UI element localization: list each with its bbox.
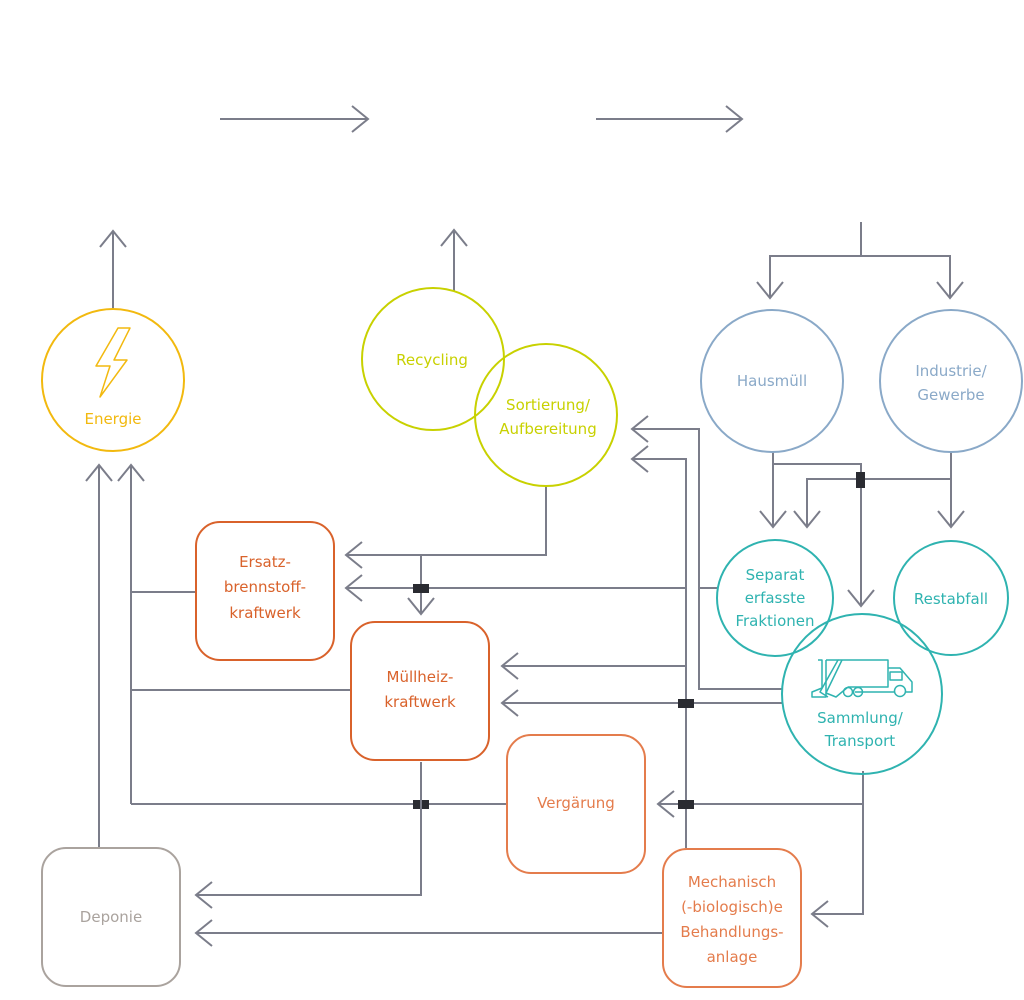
node-mba-label-1: Mechanisch bbox=[688, 873, 776, 891]
source-to-hausmuell bbox=[756, 255, 861, 300]
node-mba-label-4: anlage bbox=[707, 948, 758, 966]
node-energie-label: Energie bbox=[84, 410, 141, 428]
node-hausmuell-label: Hausmüll bbox=[737, 372, 807, 390]
source-to-industrie bbox=[861, 255, 964, 300]
node-ersatz-label-2: brennstoff- bbox=[224, 578, 306, 596]
node-sammlung-label-2: Transport bbox=[824, 732, 896, 750]
node-mba-label-2: (-biologisch)e bbox=[681, 898, 783, 916]
node-deponie[interactable]: Deponie bbox=[41, 847, 181, 987]
sortierung-to-ersatz bbox=[344, 486, 547, 569]
muellheiz-to-deponie bbox=[194, 762, 422, 909]
industrie-to-separat bbox=[793, 478, 951, 529]
node-industrie-label-1: Industrie/ bbox=[915, 362, 987, 380]
node-restabfall[interactable]: Restabfall bbox=[893, 540, 1009, 656]
junction-marker bbox=[678, 699, 694, 708]
lightning-bolt-icon bbox=[95, 327, 131, 398]
node-separat-label-2: erfasste bbox=[745, 589, 806, 607]
node-sortierung[interactable]: Sortierung/ Aufbereitung bbox=[474, 343, 618, 487]
node-muellheiz[interactable]: Müllheiz- kraftwerk bbox=[350, 621, 490, 761]
hausmuell-to-sammlung bbox=[773, 463, 875, 608]
node-industrie[interactable]: Industrie/ Gewerbe bbox=[879, 309, 1023, 453]
node-restabfall-label: Restabfall bbox=[914, 590, 988, 608]
node-muellheiz-label-2: kraftwerk bbox=[384, 693, 456, 711]
node-recycling-label: Recycling bbox=[396, 351, 468, 369]
node-industrie-label-2: Gewerbe bbox=[917, 386, 984, 404]
junction-marker bbox=[856, 472, 865, 488]
vertical-to-sortierung bbox=[630, 445, 687, 848]
node-ersatz[interactable]: Ersatz- brennstoff- kraftwerk bbox=[195, 521, 335, 661]
node-muellheiz-label-1: Müllheiz- bbox=[387, 668, 454, 686]
node-mba[interactable]: Mechanisch (-biologisch)e Behandlungs- a… bbox=[662, 848, 802, 988]
node-separat-label-1: Separat bbox=[746, 566, 805, 584]
node-sortierung-label-2: Aufbereitung bbox=[499, 420, 596, 438]
node-separat[interactable]: Separat erfasste Fraktionen bbox=[716, 539, 834, 657]
sammlung-to-mba bbox=[810, 804, 864, 928]
node-vergaerung-label: Vergärung bbox=[537, 794, 615, 812]
node-separat-label-3: Fraktionen bbox=[735, 612, 814, 630]
garbage-truck-icon bbox=[811, 659, 913, 698]
node-energie[interactable]: Energie bbox=[41, 308, 185, 452]
node-mba-label-3: Behandlungs- bbox=[680, 923, 783, 941]
node-sammlung[interactable]: Sammlung/ Transport bbox=[781, 613, 943, 775]
node-sammlung-label-1: Sammlung/ bbox=[817, 709, 904, 727]
node-hausmuell[interactable]: Hausmüll bbox=[700, 309, 844, 453]
sammlung-to-vergaerung bbox=[656, 771, 864, 818]
separat-to-sortierung bbox=[630, 415, 718, 589]
node-vergaerung[interactable]: Vergärung bbox=[506, 734, 646, 874]
node-ersatz-label-1: Ersatz- bbox=[239, 553, 291, 571]
junction-marker bbox=[678, 800, 694, 809]
node-ersatz-label-3: kraftwerk bbox=[229, 604, 301, 622]
sammlung-to-sortierung-outer bbox=[698, 588, 782, 690]
node-deponie-label: Deponie bbox=[80, 908, 142, 926]
junction-marker bbox=[413, 584, 429, 593]
node-sortierung-label-1: Sortierung/ bbox=[506, 396, 591, 414]
node-recycling[interactable]: Recycling bbox=[361, 287, 505, 431]
